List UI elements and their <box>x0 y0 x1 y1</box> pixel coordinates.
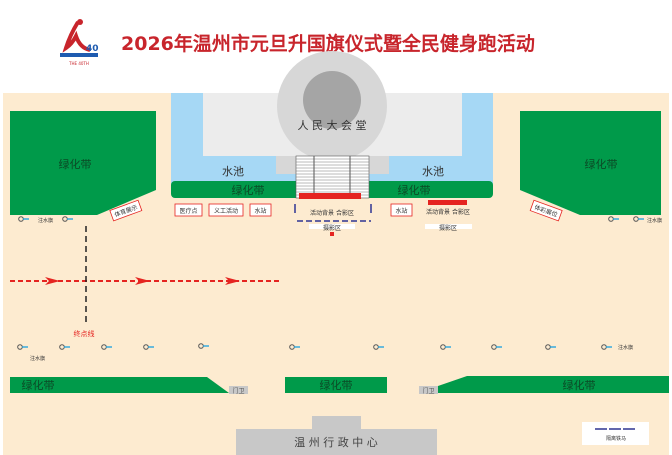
gatehouse-left <box>229 386 248 394</box>
admin-center <box>236 429 437 455</box>
water-station-right: 水站 <box>390 203 413 217</box>
photo-zone-center <box>309 224 355 229</box>
hall-dome-inner <box>303 71 361 129</box>
route-arrow-icon <box>45 277 60 285</box>
water-flag-icon <box>491 344 502 350</box>
greenbelt-block-right-label: 绿化带 <box>585 157 618 171</box>
backdrop-right-label: 活动背景 合影区 <box>426 208 470 216</box>
svg-text:THE 40TH: THE 40TH <box>68 61 89 66</box>
route-arrow-icon <box>225 277 240 285</box>
gatehouse-right-label: 门卫 <box>422 387 434 395</box>
flag-label: 注水旗 <box>30 355 45 362</box>
water-flag-icon <box>59 344 70 350</box>
flag-label: 注水旗 <box>38 217 53 224</box>
water-flag-icon <box>545 344 556 350</box>
svg-text:40: 40 <box>86 44 99 54</box>
gatehouse-left-label: 门卫 <box>232 387 244 395</box>
greenbelt-top-left-label: 绿化带 <box>232 183 265 197</box>
greenbelt-bottom-center <box>285 377 387 393</box>
pool-right-label: 水池 <box>422 165 444 178</box>
admin-center-label: 温 州 行 政 中 心 <box>294 435 377 449</box>
greenbelt-block-right <box>520 111 661 215</box>
camera-position <box>330 232 334 236</box>
pool-left-label: 水池 <box>222 165 244 178</box>
greenbelt-bottom-right <box>438 376 669 393</box>
greenbelt-top-right-label: 绿化带 <box>398 183 431 197</box>
water-flag-icon <box>633 216 644 222</box>
svg-text:义工活动: 义工活动 <box>214 207 238 215</box>
backdrop-center-label: 活动背景 合影区 <box>310 209 354 217</box>
admin-center-top <box>312 416 361 430</box>
water-flag-icon <box>143 344 154 350</box>
water-flag-icon <box>373 344 384 350</box>
photo-zone-center-label: 摄影区 <box>323 224 341 232</box>
volunteer-booth: 义工活动 <box>208 203 244 217</box>
water-flag-icon <box>18 216 29 222</box>
greenbelt-bottom-left-label: 绿化带 <box>22 378 55 392</box>
backdrop-right <box>428 200 467 205</box>
water-flag-icon <box>289 344 300 350</box>
svg-text:水站: 水站 <box>254 207 266 215</box>
flag-label: 注水旗 <box>647 217 662 224</box>
greenbelt-bottom-left <box>10 377 229 393</box>
greenbelt-bottom-right-label: 绿化带 <box>563 378 596 392</box>
water-flags <box>17 216 644 350</box>
greenbelt-bottom-center-label: 绿化带 <box>320 378 353 392</box>
water-flag-icon <box>17 344 28 350</box>
water-flag-icon <box>601 344 612 350</box>
legend-barrier-label: 隔离铁马 <box>606 435 626 442</box>
flag-label: 注水旗 <box>618 344 633 351</box>
greenbelt-block-left <box>10 111 156 215</box>
finish-line-label: 终点线 <box>74 329 95 338</box>
page-title: 2026年温州市元旦升国旗仪式暨全民健身跑活动 <box>121 32 535 55</box>
route-arrow-icon <box>135 277 150 285</box>
water-flag-icon <box>62 216 73 222</box>
legend: 隔离铁马 <box>582 422 649 445</box>
water-flag-icon <box>101 344 112 350</box>
medical-point: 医疗点 <box>174 203 203 217</box>
stairs <box>295 155 370 199</box>
svg-text:水站: 水站 <box>395 207 407 215</box>
gatehouse-right <box>419 386 438 394</box>
water-flag-icon <box>440 344 451 350</box>
logo: 40 THE 40TH <box>60 19 99 66</box>
photo-zone-right <box>425 224 472 229</box>
backdrop-center <box>299 193 361 199</box>
water-station-left: 水站 <box>249 203 272 217</box>
water-flag-icon <box>198 343 209 349</box>
hall-label: 人 民 大 会 堂 <box>298 118 367 132</box>
svg-text:医疗点: 医疗点 <box>179 207 197 215</box>
photo-zone-right-label: 摄影区 <box>439 224 457 232</box>
greenbelt-block-left-label: 绿化带 <box>59 157 92 171</box>
water-flag-icon <box>608 216 619 222</box>
